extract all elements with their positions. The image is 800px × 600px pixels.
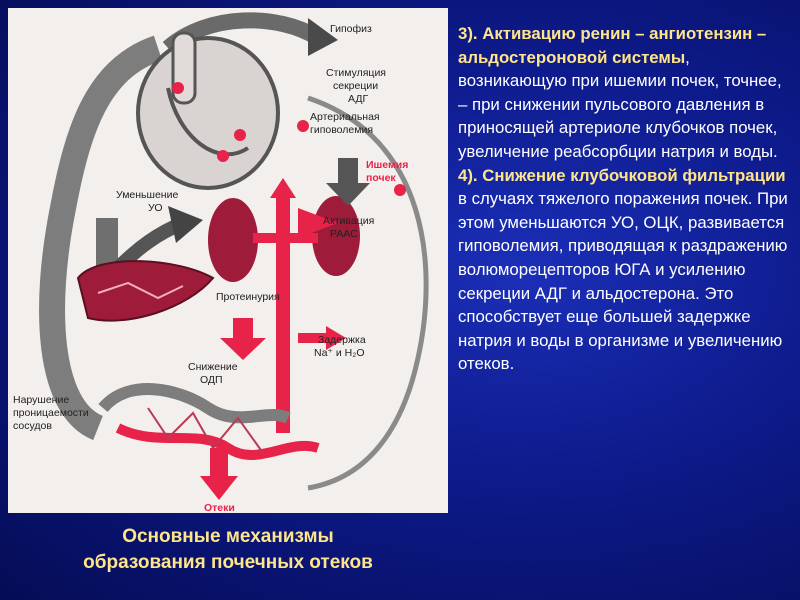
label-uo-2: УО: [148, 202, 163, 214]
label-raas-1: Активация: [323, 215, 374, 227]
paragraph-raas-heading: 3). Активацию ренин – ангиотензин – альд…: [458, 24, 767, 67]
label-adh-1: Стимуляция: [326, 67, 386, 79]
caption-line-1: Основные механизмы: [122, 526, 334, 547]
label-delay-2: Na⁺ и H₂O: [314, 347, 365, 359]
right-loop: [307, 95, 429, 491]
heart-marker-2: [234, 129, 246, 141]
label-odp-2: ОДП: [200, 374, 223, 386]
label-raas-2: РААС: [330, 228, 358, 240]
edema-arrow-shaft: [210, 448, 228, 478]
heart-marker-3: [217, 150, 229, 162]
capillary-grey: [98, 383, 291, 424]
label-hypovolemia-2: гиповолемия: [310, 124, 373, 136]
figure-caption: Основные механизмы образования почечных …: [8, 524, 448, 576]
label-proteinuria: Протеинурия: [216, 291, 280, 303]
capillary-mesh: [147, 407, 264, 454]
top-arc-arrowhead: [308, 18, 338, 56]
label-hypophysis: Гипофиз: [330, 23, 372, 35]
delay-arrowhead: [326, 326, 346, 350]
renal-vessel-horizontal: [253, 233, 318, 243]
paragraph-raas-body: , возникающую при ишемии почек, точнее, …: [458, 47, 782, 161]
mechanism-diagram: Гипофиз Стимуляция секреции АДГ Артериал…: [8, 8, 448, 513]
label-hypovolemia-1: Артериальная: [310, 111, 380, 123]
hypovolemia-marker: [297, 120, 309, 132]
raas-arrow: [298, 208, 338, 238]
heart-marker-1: [172, 82, 184, 94]
uo-arrowhead: [168, 206, 203, 243]
paragraph-filtration: 4). Снижение клубочковой фильтрации в сл…: [458, 164, 794, 376]
protein-arrow: [220, 318, 266, 360]
edema-arrowhead: [200, 476, 238, 500]
label-edema: Отеки: [204, 502, 235, 513]
ischemia-marker: [394, 184, 406, 196]
label-permeability-3: сосудов: [13, 420, 52, 432]
label-permeability-2: проницаемости: [13, 407, 89, 419]
label-ischemia-1: Ишемия: [366, 159, 408, 171]
outer-loop: [39, 35, 163, 441]
paragraph-filtration-body: в случаях тяжелого поражения почек. При …: [458, 189, 788, 374]
label-ischemia-2: почек: [366, 172, 396, 184]
label-permeability-1: Нарушение: [13, 394, 69, 406]
label-delay-1: Задержка: [318, 334, 366, 346]
explanation-text: 3). Активацию ренин – ангиотензин – альд…: [458, 22, 794, 376]
label-adh-3: АДГ: [348, 93, 368, 105]
heart: [136, 36, 280, 190]
kidney-right: [312, 196, 360, 276]
heart-inner: [166, 87, 250, 157]
renal-vessel-vertical: [276, 193, 290, 433]
ischemia-arrow: [326, 158, 370, 206]
renal-arrowhead-top: [270, 178, 296, 198]
diagram-svg: Гипофиз Стимуляция секреции АДГ Артериал…: [13, 12, 429, 513]
label-uo-1: Уменьшение: [116, 189, 178, 201]
capillary-red: [115, 423, 320, 461]
kidney-left: [208, 198, 258, 282]
liver-vessels: [97, 281, 184, 300]
paragraph-raas: 3). Активацию ренин – ангиотензин – альд…: [458, 22, 794, 164]
label-odp-1: Снижение: [188, 361, 238, 373]
label-adh-2: секреции: [333, 80, 378, 92]
caption-line-2: образования почечных отеков: [83, 552, 373, 573]
paragraph-filtration-heading: 4). Снижение клубочковой фильтрации: [458, 165, 786, 185]
